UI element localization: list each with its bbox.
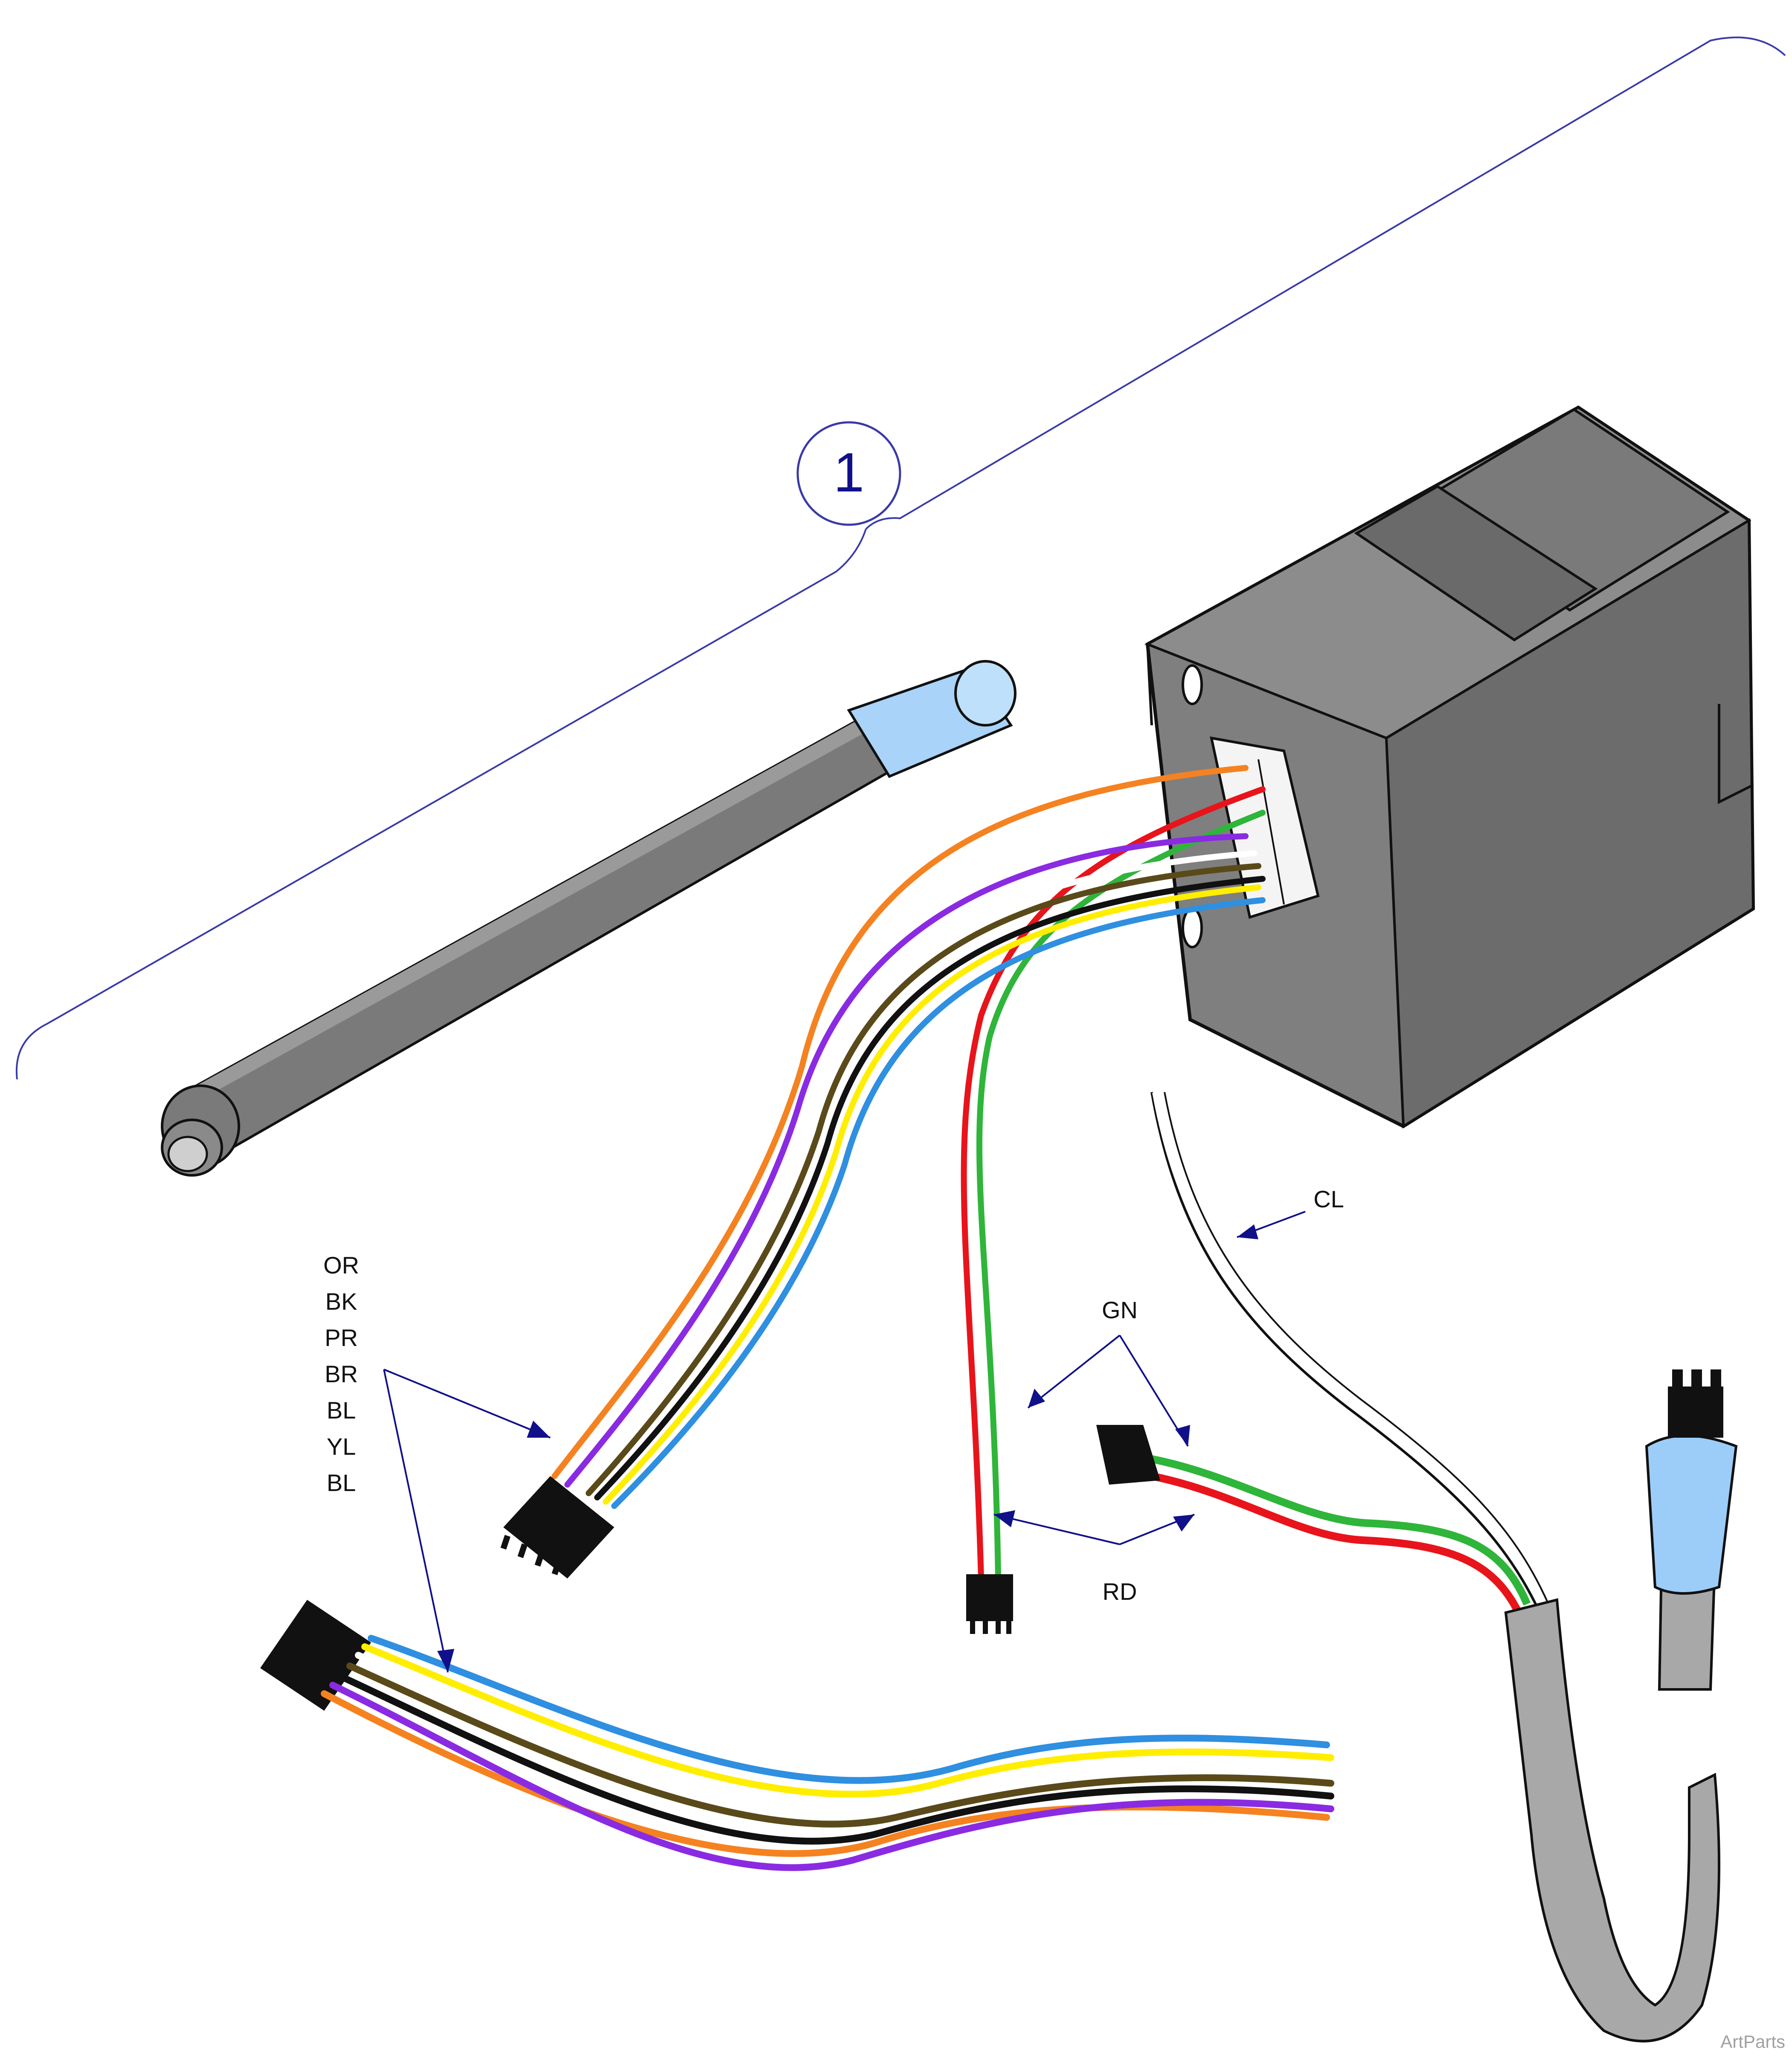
harness-label-yl: YL [327, 1433, 356, 1460]
wire-white [577, 850, 1257, 1492]
wire-green [976, 810, 1266, 1581]
callout-bracket [15, 36, 1786, 1080]
wire-brown [586, 863, 1261, 1496]
harness-connector-top [500, 1476, 614, 1578]
harness-label-or: OR [323, 1252, 359, 1279]
control-box [1144, 405, 1755, 1129]
cable-assembly [1096, 1091, 1738, 2043]
harness-connector-bottom [260, 1600, 371, 1711]
callout-number: 1 [834, 441, 864, 503]
harness-label-bk: BK [325, 1288, 357, 1315]
wire-bundle-lower [321, 1635, 1334, 1871]
harness-label-list: OR BK PR BR BL YL BL [323, 1252, 359, 1496]
leader-arrows [383, 1211, 1306, 1673]
rd-gn-connector [966, 1574, 1013, 1634]
arrowheads [437, 1224, 1258, 1672]
actuator-rod [161, 702, 928, 1177]
watermark: ArtParts [1720, 2032, 1785, 2052]
harness-label-pr: PR [325, 1324, 358, 1351]
wire-red-lower [1151, 1472, 1522, 1615]
wire-black [594, 876, 1266, 1500]
wire-bundle-upper [552, 765, 1266, 1581]
callout-balloon: 1 [796, 421, 901, 526]
harness-label-br: BR [325, 1360, 358, 1387]
rod-end-sleeve [847, 660, 1017, 778]
wire-orange [552, 765, 1249, 1479]
wire-purple [564, 833, 1249, 1488]
label-gn: GN [1102, 1296, 1138, 1323]
label-rd: RD [1103, 1578, 1137, 1605]
wire-green-lower [1151, 1455, 1531, 1606]
harness-label-bl: BL [327, 1397, 356, 1424]
harness-label-bl-2: BL [327, 1469, 356, 1496]
wire-yellow [603, 884, 1261, 1505]
wire-blue [611, 897, 1266, 1509]
label-cl: CL [1313, 1186, 1344, 1212]
